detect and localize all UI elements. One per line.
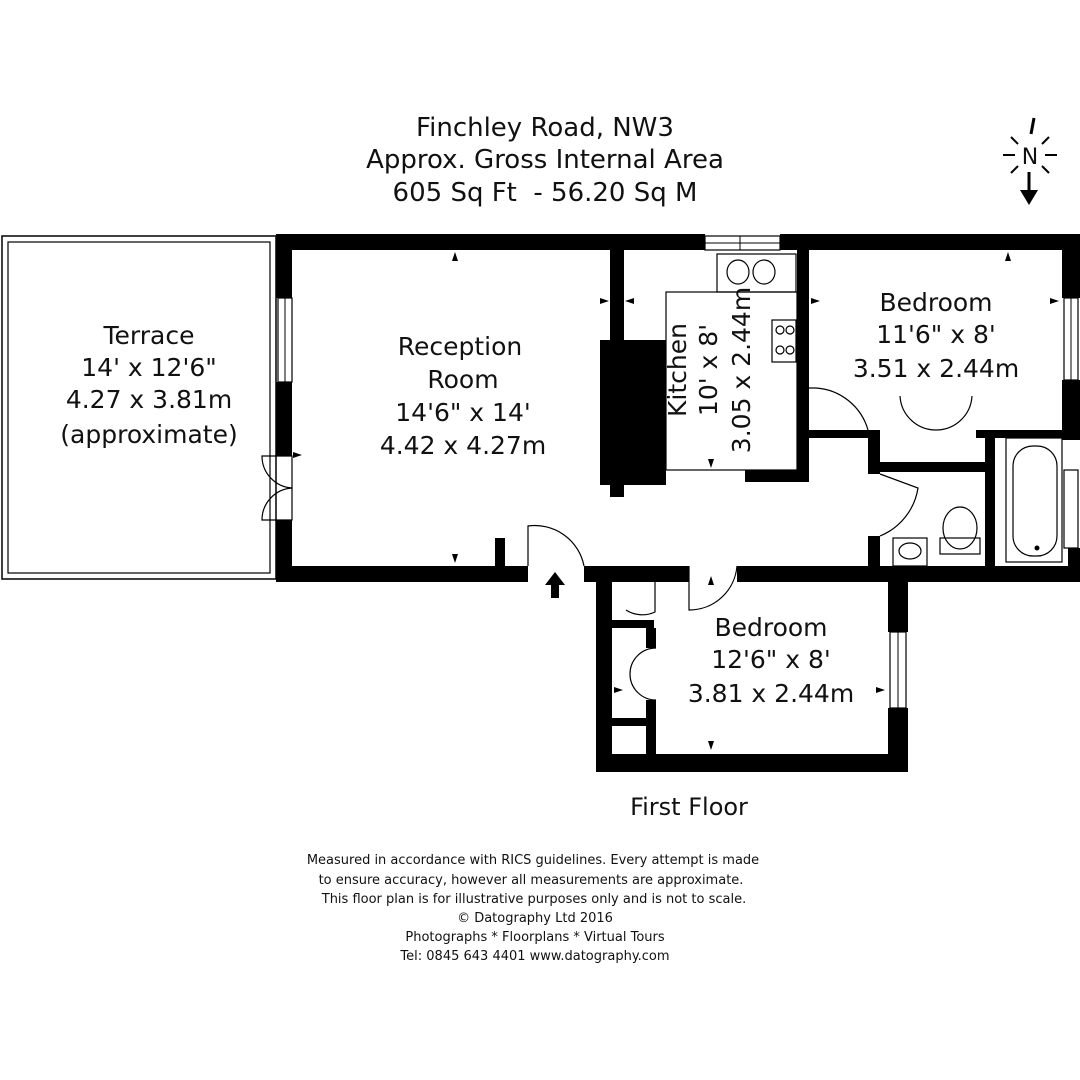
footer-line-6: Tel: 0845 643 4401 www.datography.com (399, 949, 669, 964)
kitchen-label: Kitchen 10' x 8' 3.05 x 2.44m (663, 287, 756, 453)
bedroom2-imperial: 12'6" x 8' (711, 645, 831, 674)
measurement-markers (293, 252, 1059, 750)
reception-imperial: 14'6" x 14' (395, 398, 530, 427)
footer-line-5: Photographs * Floorplans * Virtual Tours (405, 930, 665, 945)
walls (276, 234, 1080, 772)
compass-letter: N (1022, 145, 1038, 170)
doors (261, 387, 973, 701)
reception-name-2: Room (427, 365, 498, 394)
terrace-note: (approximate) (60, 420, 237, 449)
bedroom2-name: Bedroom (714, 613, 827, 642)
kitchen-name: Kitchen (663, 323, 692, 417)
footer-line-2: to ensure accuracy, however all measurem… (319, 873, 744, 888)
reception-label: Reception Room 14'6" x 14' 4.42 x 4.27m (380, 332, 546, 460)
fixtures (665, 253, 1063, 567)
area-value: 605 Sq Ft - 56.20 Sq M (393, 178, 698, 208)
bedroom1-metric: 3.51 x 2.44m (853, 354, 1019, 383)
kitchen-metric: 3.05 x 2.44m (727, 287, 756, 453)
entrance-arrow-icon (545, 572, 565, 598)
footer-line-3: This floor plan is for illustrative purp… (321, 892, 746, 907)
footer-line-1: Measured in accordance with RICS guideli… (307, 853, 759, 868)
terrace-metric: 4.27 x 3.81m (66, 385, 232, 414)
bedroom2-label: Bedroom 12'6" x 8' 3.81 x 2.44m (688, 613, 854, 708)
reception-metric: 4.42 x 4.27m (380, 431, 546, 460)
reception-name-1: Reception (398, 332, 523, 361)
bedroom1-imperial: 11'6" x 8' (876, 320, 996, 349)
windows (277, 235, 1079, 709)
footer-notes: Measured in accordance with RICS guideli… (307, 853, 759, 964)
bedroom1-label: Bedroom 11'6" x 8' 3.51 x 2.44m (853, 288, 1019, 383)
floor-label: First Floor (630, 793, 748, 821)
terrace-name: Terrace (103, 321, 195, 350)
footer-line-4: © Datography Ltd 2016 (457, 911, 613, 926)
terrace-label: Terrace 14' x 12'6" 4.27 x 3.81m (approx… (60, 321, 237, 449)
area-label: Approx. Gross Internal Area (366, 145, 724, 175)
bedroom2-metric: 3.81 x 2.44m (688, 679, 854, 708)
terrace-imperial: 14' x 12'6" (81, 353, 216, 382)
address-title: Finchley Road, NW3 (416, 113, 674, 143)
bedroom1-name: Bedroom (879, 288, 992, 317)
kitchen-imperial: 10' x 8' (694, 324, 723, 416)
compass-icon: N (1003, 117, 1057, 205)
